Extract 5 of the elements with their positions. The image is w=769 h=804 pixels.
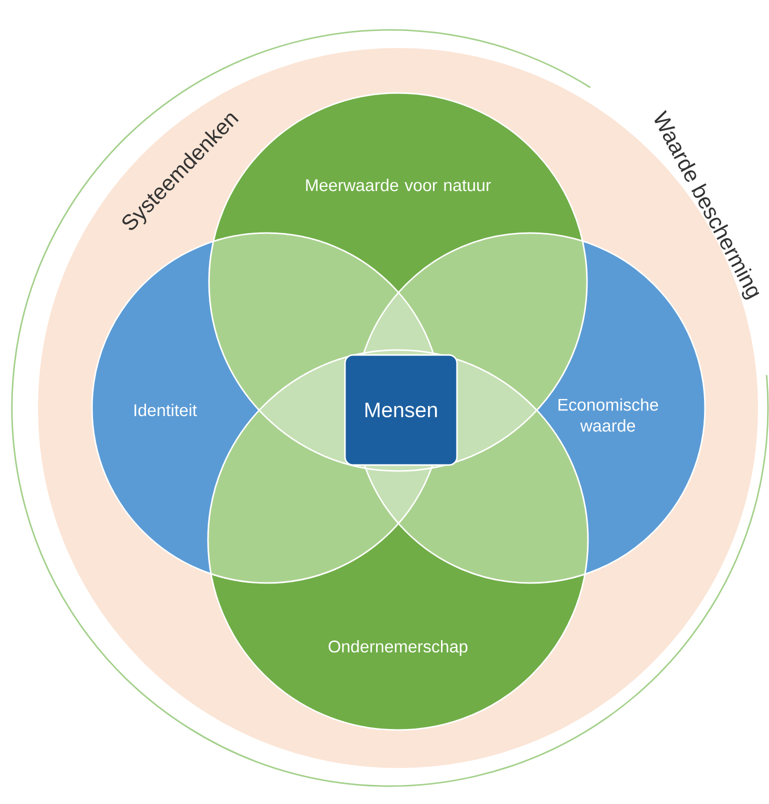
circle-label: Identiteit — [134, 404, 197, 416]
center-box: Mensen — [344, 354, 458, 466]
circle-label: Meerwaarde voor natuur — [306, 178, 491, 192]
circle-label: Ondernemerschap — [328, 640, 468, 656]
circle-label: Economische waarde — [558, 398, 658, 432]
